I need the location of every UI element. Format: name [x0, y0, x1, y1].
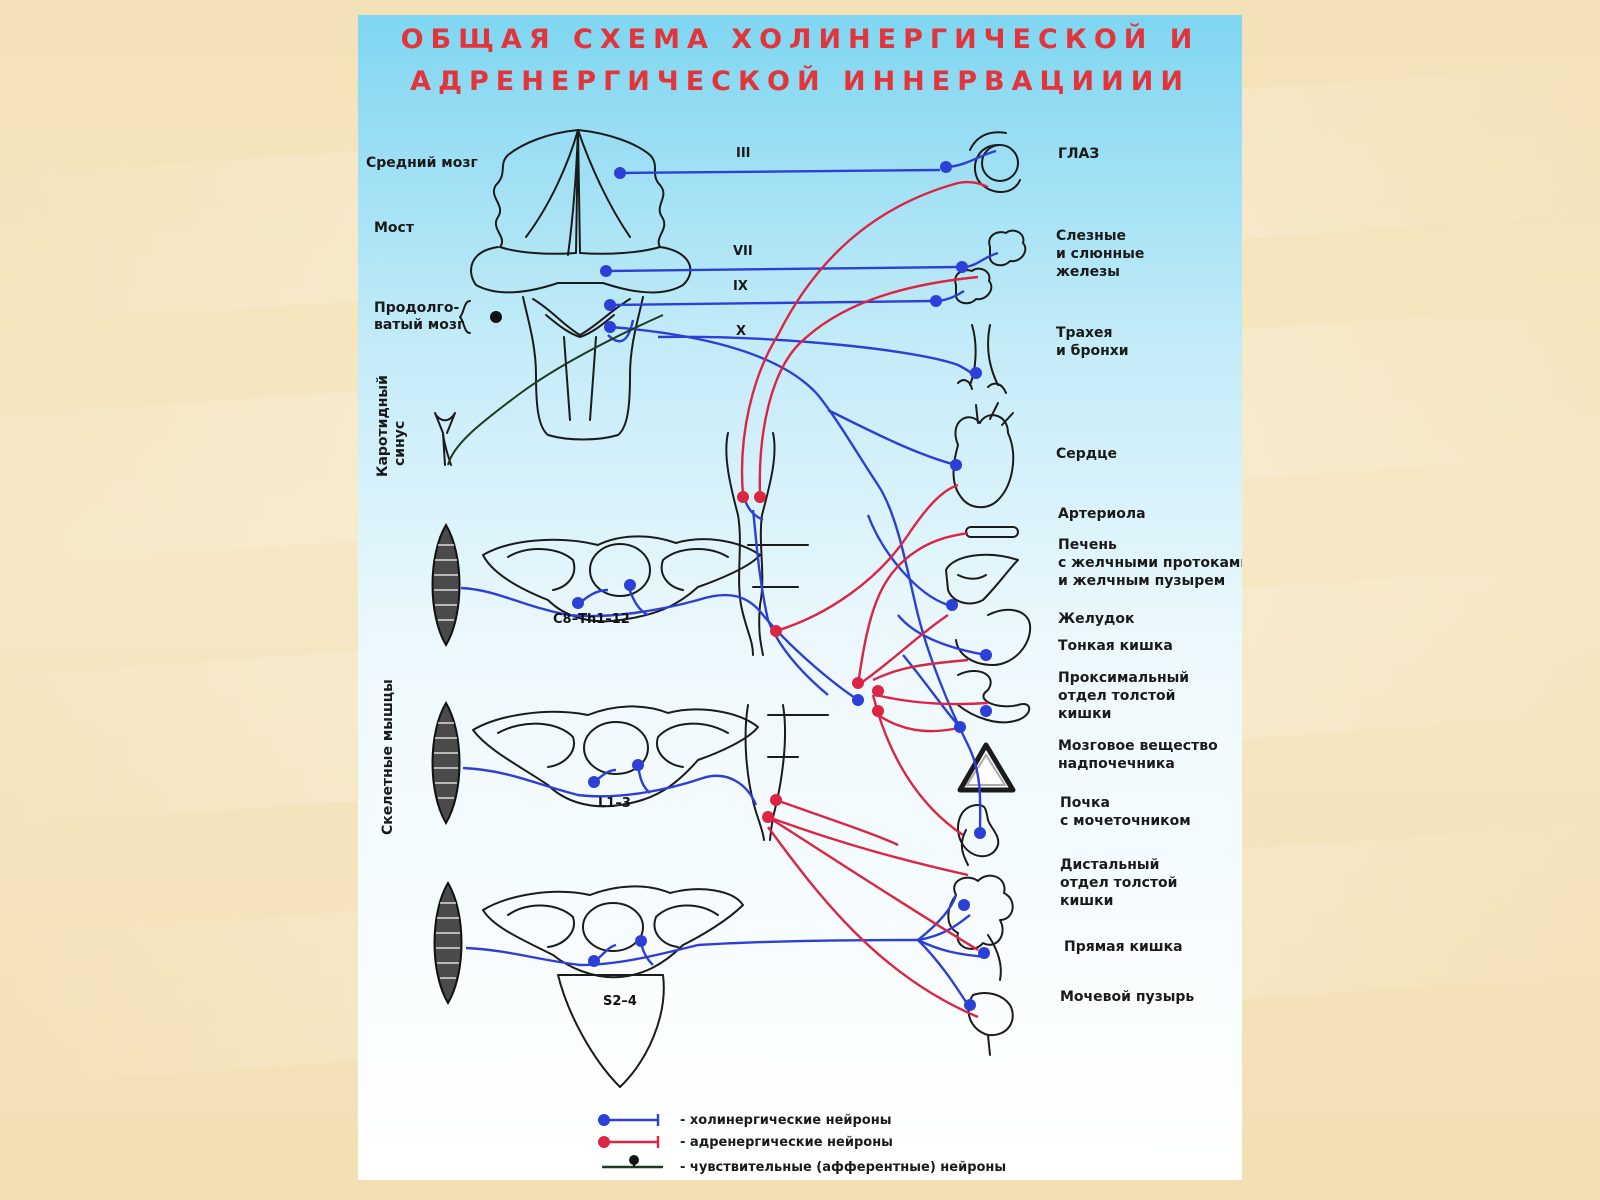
organ-label-rectum: Прямая кишка — [1064, 939, 1183, 955]
organ-label-glands-2: и слюнные — [1056, 246, 1144, 262]
organ-label-glands-1: Слезные — [1056, 228, 1126, 244]
organ-label-proximal-colon-2: отдел толстой — [1058, 688, 1176, 704]
legend-adrenergic-dot — [598, 1136, 610, 1148]
nerve-label-ix: IX — [733, 279, 748, 294]
organ-label-trachea-1: Трахея — [1056, 325, 1113, 341]
nerve-label-iii: III — [736, 146, 751, 161]
segment-label-thoracic: C8–Th1–12 — [553, 612, 630, 627]
organ-label-kidney-2: с мочеточником — [1060, 813, 1191, 829]
label-medulla-2: ватый мозг — [374, 317, 464, 333]
organ-label-arteriole: Артериола — [1058, 506, 1146, 522]
legend-adrenergic-label: - адренергические нейроны — [680, 1135, 893, 1150]
nerve-label-x: X — [736, 324, 746, 339]
organ-label-adrenal-1: Мозговое вещество — [1058, 738, 1218, 754]
organ-label-distal-colon-1: Дистальный — [1060, 857, 1159, 873]
brainstem-drawing — [471, 130, 690, 440]
organ-label-heart: Сердце — [1056, 446, 1117, 462]
innervation-diagram: ОБЩАЯ СХЕМА ХОЛИНЕРГИЧЕСКОЙ И АДРЕНЕРГИЧ… — [358, 15, 1242, 1180]
organ-label-proximal-colon-1: Проксимальный — [1058, 670, 1189, 686]
organ-label-kidney-1: Почка — [1060, 795, 1110, 811]
legend-cholinergic-label: - холинергические нейроны — [680, 1113, 891, 1128]
organ-label-stomach: Желудок — [1058, 611, 1135, 627]
label-medulla-1: Продолго- — [374, 300, 459, 316]
organ-label-small-intestine: Тонкая кишка — [1058, 638, 1173, 654]
cholinergic-pathways — [461, 151, 998, 1005]
legend-sensory-label: - чувствительные (афферентные) нейроны — [680, 1160, 1006, 1175]
legend: - холинергические нейроны - адренергичес… — [598, 1113, 1006, 1175]
organ-label-adrenal-2: надпочечника — [1058, 756, 1175, 772]
organ-label-proximal-colon-3: кишки — [1058, 706, 1112, 722]
legend-cholinergic-dot — [598, 1114, 610, 1126]
spinal-segment-sacral — [483, 886, 743, 1087]
organ-label-liver-2: с желчными протоками — [1058, 555, 1242, 571]
label-carotid-2: синус — [392, 421, 408, 466]
diagram-panel: ОБЩАЯ СХЕМА ХОЛИНЕРГИЧЕСКОЙ И АДРЕНЕРГИЧ… — [358, 15, 1242, 1180]
label-midbrain: Средний мозг — [366, 155, 478, 171]
nerve-label-vii: VII — [733, 244, 753, 259]
organ-label-eye: ГЛАЗ — [1058, 146, 1099, 162]
organ-label-bladder: Мочевой пузырь — [1060, 989, 1194, 1005]
skeletal-muscles — [433, 525, 462, 1003]
label-carotid-1: Каротидный — [375, 375, 391, 477]
title-line-2: АДРЕНЕРГИЧЕСКОЙ ИННЕРВАЦИИИИ — [410, 65, 1190, 97]
organ-label-liver-1: Печень — [1058, 537, 1117, 553]
title-line-1: ОБЩАЯ СХЕМА ХОЛИНЕРГИЧЕСКОЙ И — [401, 23, 1200, 55]
label-pons: Мост — [374, 220, 415, 236]
segment-label-sacral: S2–4 — [603, 994, 637, 1009]
organ-label-glands-3: железы — [1056, 264, 1120, 280]
organ-label-distal-colon-2: отдел толстой — [1060, 875, 1178, 891]
organ-label-liver-3: и желчным пузырем — [1058, 573, 1225, 589]
segment-label-lumbar: L1–3 — [598, 796, 631, 811]
label-skeletal-muscles: Скелетные мышцы — [380, 679, 396, 835]
organ-label-distal-colon-3: кишки — [1060, 893, 1114, 909]
organ-label-trachea-2: и бронхи — [1056, 343, 1129, 359]
